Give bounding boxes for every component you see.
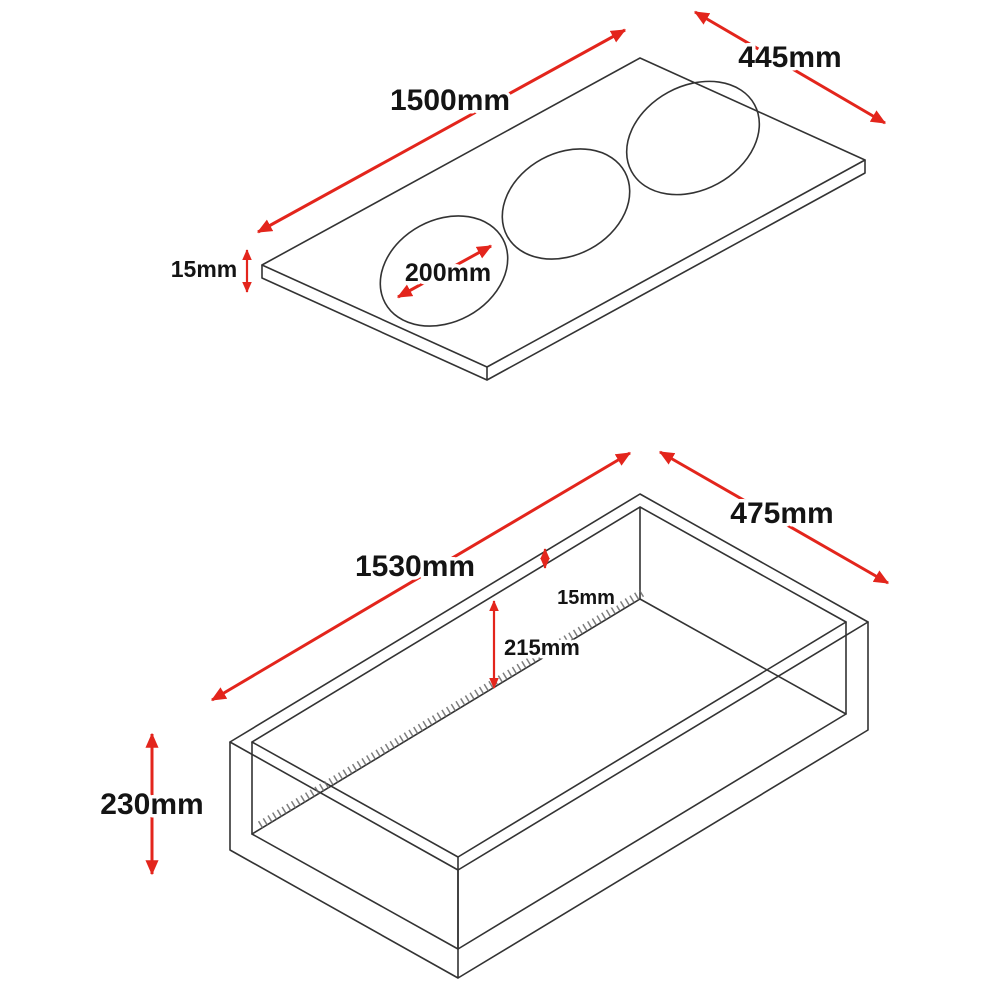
panel-hole-diameter-dimension-arrow — [396, 244, 493, 299]
box-outer-rim — [229, 493, 869, 871]
panel-top-face — [261, 57, 866, 368]
box-inner-corner-edges — [251, 506, 847, 950]
panel-length-dimension-arrow — [256, 28, 627, 234]
panel-hole-3 — [625, 80, 761, 196]
box-width-label: 475mm — [730, 497, 833, 530]
box-height-label: 230mm — [100, 788, 203, 821]
box-width-dimension-arrow — [658, 450, 890, 585]
panel-thickness-edges — [261, 159, 866, 381]
box-wall-thickness-label: 15mm — [557, 587, 615, 609]
panel-width-label: 445mm — [738, 41, 841, 74]
panel-drawing: 1500mm 445mm 15mm 200mm — [167, 10, 887, 381]
panel-width-dimension-arrow — [693, 10, 887, 125]
box-length-dimension-arrow — [210, 451, 632, 702]
panel-hole-diameter-label: 200mm — [405, 259, 491, 287]
box-outer-walls — [229, 621, 869, 979]
box-floor-hatching — [257, 589, 645, 829]
panel-length-label: 1500mm — [390, 84, 510, 117]
box-drawing: 1530mm 475mm 230mm 215mm 15mm — [97, 450, 890, 979]
box-length-label: 1530mm — [355, 550, 475, 583]
box-inner-depth-label: 215mm — [504, 635, 580, 660]
panel-thickness-label: 15mm — [171, 256, 237, 282]
